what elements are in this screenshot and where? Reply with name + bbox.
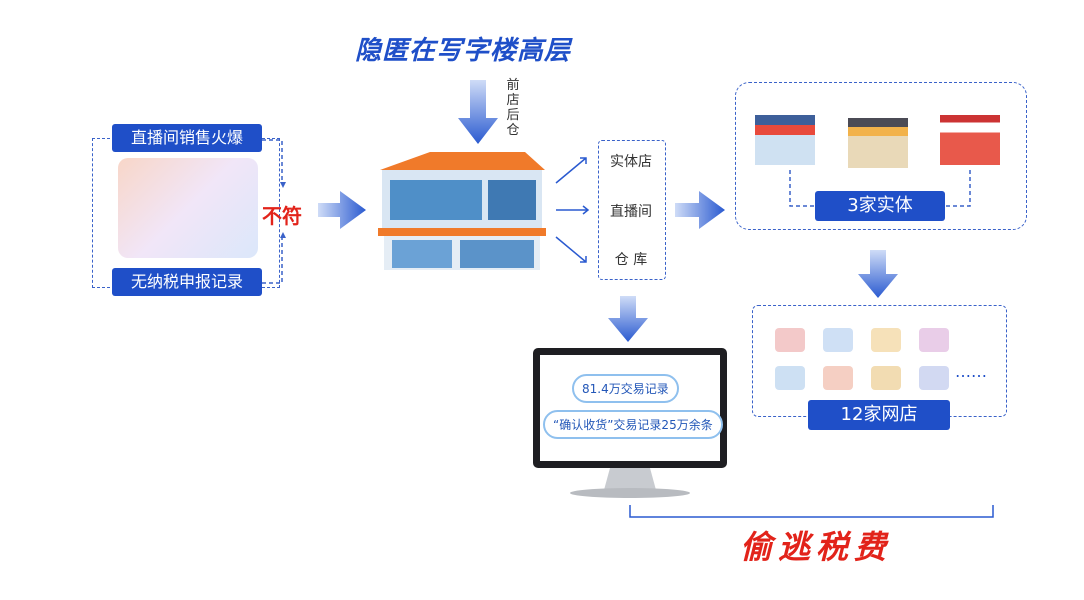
online-store-icon <box>919 366 949 390</box>
mismatch-label: 不符 <box>262 204 302 228</box>
physical-stores-box <box>735 82 1027 230</box>
online-store-icon <box>919 328 949 352</box>
channel-warehouse: 仓 库 <box>614 252 648 268</box>
left-connectors <box>262 139 283 284</box>
more-stores-ellipsis: …… <box>955 362 987 381</box>
shop-connectors <box>789 170 971 207</box>
arrow-right-2 <box>675 191 725 229</box>
confirmed-receipt-count: “确认收货”交易记录25万余条 <box>543 410 723 439</box>
store-icon <box>940 115 1000 165</box>
online-store-icons <box>775 328 961 390</box>
live-sales-illustration <box>118 158 258 258</box>
channels-box <box>598 140 666 280</box>
transaction-count: 81.4万交易记录 <box>572 374 679 403</box>
building-illustration <box>378 152 546 270</box>
page-title: 隐匿在写字楼高层 <box>355 36 572 66</box>
arrow-down-monitor <box>608 296 648 342</box>
online-store-icon <box>775 366 805 390</box>
physical-stores-label: 3家实体 <box>815 191 945 221</box>
online-store-icon <box>871 366 901 390</box>
online-store-icon <box>775 328 805 352</box>
channel-live: 直播间 <box>610 204 652 220</box>
side-note: 前店后仓 <box>506 78 520 138</box>
arrow-down-title <box>458 80 498 144</box>
online-store-icon <box>823 366 853 390</box>
online-store-icon <box>871 328 901 352</box>
online-stores-label: 12家网店 <box>808 400 950 430</box>
conclusion-label: 偷逃税费 <box>740 528 893 566</box>
bracket-line <box>629 505 994 518</box>
channel-arrows <box>555 157 590 263</box>
online-store-icon <box>823 328 853 352</box>
no-tax-record-label: 无纳税申报记录 <box>112 268 262 296</box>
live-sales-label: 直播间销售火爆 <box>112 124 262 152</box>
arrow-down-online <box>858 250 898 298</box>
channel-store: 实体店 <box>610 154 652 170</box>
arrow-right-1 <box>318 191 366 229</box>
store-icon <box>848 118 908 168</box>
store-icon <box>755 115 815 165</box>
